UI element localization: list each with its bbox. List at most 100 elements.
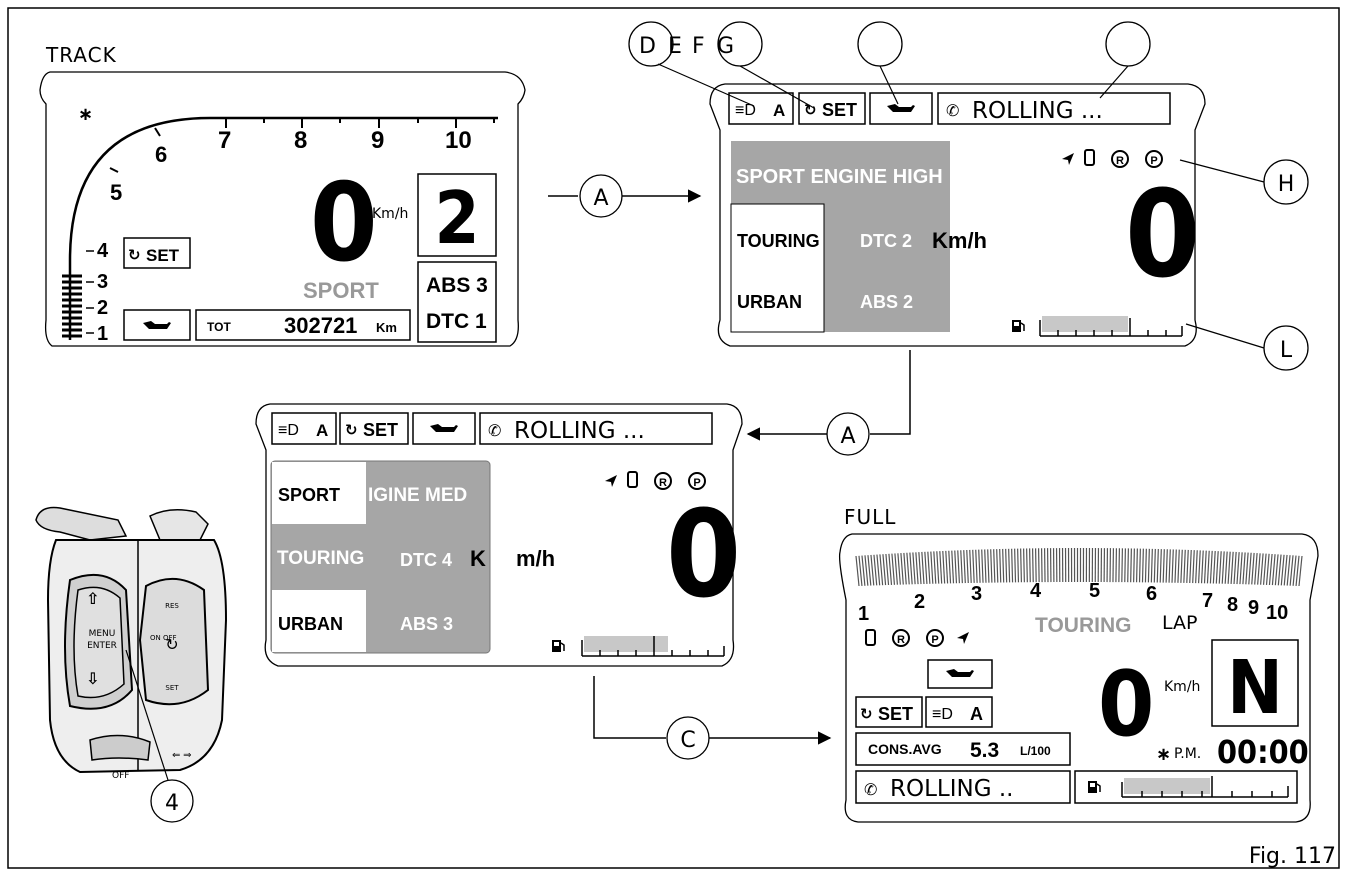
rpm-tick (894, 553, 898, 585)
menu1-list-box (730, 203, 825, 333)
menu2-light-box (271, 412, 337, 445)
phone-call-icon: ✆ (946, 103, 959, 120)
rpm-tick (1203, 550, 1207, 584)
cruise-icon[interactable]: ↻ (165, 637, 178, 654)
track-rpm-low-bars (62, 274, 82, 338)
callout-a-label: A (840, 424, 855, 449)
full-cons-value: 5.3 (970, 739, 999, 762)
menu2-bezel (255, 403, 743, 667)
rpm-tick (1037, 548, 1040, 583)
menu2-status-p: P (693, 477, 700, 489)
rpm-tick (969, 549, 972, 583)
rpm-tick (1138, 548, 1141, 583)
rpm-tick (867, 555, 872, 586)
rpm-tick (1002, 548, 1005, 583)
menu1-rolling: ROLLING ... (972, 98, 1103, 124)
rpm-label: 7 (218, 127, 231, 154)
down-arrow-icon[interactable]: ⇩ (86, 671, 99, 688)
rpm-tick (1257, 553, 1261, 585)
full-light-mode: A (970, 704, 983, 724)
rpm-tick (1186, 549, 1189, 583)
track-title: TRACK (45, 43, 117, 67)
menu2-dashboard: ≡D A ↻ SET ✆ ROLLING ... SPORT IGINE MED… (255, 403, 743, 667)
rpm-tick (1260, 553, 1264, 585)
full-consumption-box (855, 732, 1071, 766)
switch-on-off[interactable]: ON OFF (150, 634, 177, 642)
menu2-cruise-box (339, 412, 409, 445)
switch-menu[interactable]: MENU (89, 629, 116, 639)
switch-off[interactable]: OFF (112, 771, 129, 781)
rpm-tick (1271, 554, 1276, 586)
rpm-tick (1295, 555, 1300, 586)
rpm-tick (1159, 549, 1162, 583)
rpm-tick (906, 552, 910, 585)
menu2-urban-row (272, 590, 366, 652)
rpm-tick (1029, 548, 1031, 583)
rpm-label: 6 (1146, 583, 1157, 605)
rpm-tick (1023, 548, 1025, 583)
rpm-tick (1289, 555, 1294, 586)
full-dashboard: FULL 1 2 3 4 5 6 7 8 9 10 R P TOURING LA… (838, 505, 1319, 823)
rpm-tick (876, 554, 881, 586)
headlight-icon: ≡D (735, 102, 756, 119)
menu1-light-box (728, 92, 794, 125)
passenger-icon (926, 629, 944, 647)
rpm-tick (1005, 548, 1008, 583)
full-set: SET (878, 704, 913, 724)
track-cruise-box (123, 237, 191, 269)
menu1-touring: TOURING (737, 231, 820, 251)
menu1-speed: 0 (1125, 166, 1200, 305)
connector-line (870, 350, 911, 435)
rpm-tick (1227, 551, 1231, 584)
rpm-tick (1121, 548, 1124, 583)
rpm-tick (873, 554, 878, 586)
rpm-tick (1200, 550, 1204, 584)
rpm-tick (1153, 548, 1156, 583)
full-light-box (925, 696, 993, 728)
rpm-tick (1144, 548, 1147, 583)
switch-res[interactable]: RES (165, 602, 179, 610)
passenger-icon (1145, 150, 1163, 168)
rpm-label: 8 (294, 127, 307, 154)
rpm-tick (1026, 548, 1028, 583)
full-rpm-bar (855, 548, 1303, 587)
rpm-tick (1168, 549, 1171, 583)
rpm-tick (909, 552, 913, 585)
cruise-icon: ↻ (860, 706, 873, 723)
track-rpm-arc (68, 116, 498, 340)
rpm-tick (1268, 553, 1273, 586)
rpm-tick (924, 551, 928, 584)
bluetooth-icon: ∗ (1156, 744, 1171, 764)
rpm-label: 7 (1202, 590, 1213, 612)
menu1-urban: URBAN (737, 292, 802, 312)
rpm-tick (1209, 550, 1213, 584)
rpm-tick (1262, 553, 1267, 585)
rpm-tick (1274, 554, 1279, 586)
rpm-tick (1174, 549, 1177, 583)
track-odometer-box (195, 309, 411, 341)
menu2-dtc: DTC 4 (400, 550, 452, 570)
rpm-tick (1254, 553, 1258, 585)
radio-icon (654, 472, 672, 490)
rpm-tick (897, 553, 901, 585)
track-speed-unit: Km/h (372, 206, 408, 222)
bluetooth-icon: ∗ (78, 104, 93, 124)
track-speed: 0 (310, 161, 378, 286)
rpm-label: 1 (858, 603, 869, 625)
track-abs: ABS 3 (426, 274, 488, 297)
connector-line (593, 676, 666, 739)
rpm-tick (951, 550, 955, 584)
rpm-tick (1192, 550, 1195, 584)
rpm-tick (858, 555, 863, 586)
switch-enter[interactable]: ENTER (87, 641, 117, 651)
rpm-tick (1141, 548, 1144, 583)
up-arrow-icon[interactable]: ⇧ (86, 591, 99, 608)
rpm-tick (903, 552, 907, 585)
rpm-tick (915, 552, 919, 585)
callout-leaders (657, 63, 1265, 349)
switch-set[interactable]: SET (165, 684, 179, 692)
menu1-light-mode: A (773, 101, 785, 120)
rpm-tick (954, 550, 958, 584)
full-mode: TOURING (1035, 614, 1131, 637)
rpm-label: 4 (97, 240, 109, 262)
